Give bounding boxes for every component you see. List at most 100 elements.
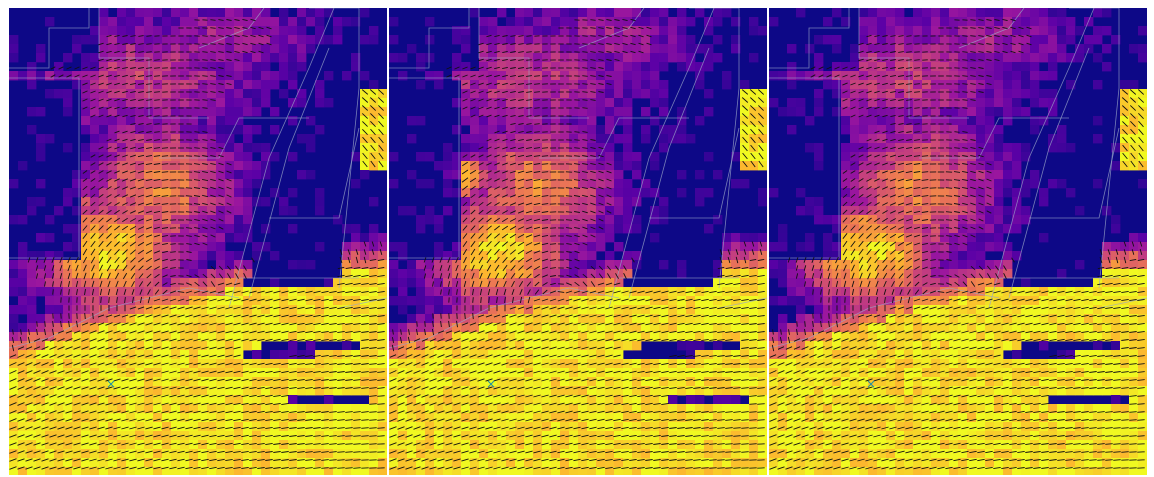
flow-vector <box>226 82 232 86</box>
heatmap-cell <box>497 134 507 144</box>
heatmap-cell <box>144 458 154 468</box>
heatmap-cell <box>144 323 154 333</box>
heatmap-cell <box>632 197 642 207</box>
heatmap-cell <box>315 206 325 216</box>
flow-vector <box>113 346 121 350</box>
flow-vector <box>201 418 209 422</box>
heatmap-cell <box>740 422 750 432</box>
heatmap-cell <box>497 71 507 81</box>
heatmap-cell <box>63 278 73 288</box>
heatmap-cell <box>749 107 759 117</box>
flow-vector <box>177 402 185 406</box>
heatmap-cell <box>524 224 534 234</box>
heatmap-cell <box>90 26 100 36</box>
heatmap-cell <box>470 215 480 225</box>
heatmap-cell <box>461 134 471 144</box>
heatmap-cell <box>117 8 127 18</box>
flow-vector <box>337 467 345 469</box>
heatmap-cell <box>722 278 732 288</box>
flow-vector <box>313 435 321 437</box>
flow-vector <box>321 298 329 302</box>
flow-vector <box>137 426 145 430</box>
flow-vector <box>153 202 161 206</box>
heatmap-cell <box>144 278 154 288</box>
heatmap-cell <box>54 431 64 441</box>
flow-vector <box>281 394 289 398</box>
heatmap-cell <box>243 62 253 72</box>
heatmap-cell <box>81 422 91 432</box>
flow-vector <box>82 178 88 182</box>
flow-vector <box>106 186 112 190</box>
heatmap-cell <box>668 422 678 432</box>
flow-vector <box>130 265 136 271</box>
heatmap-cell <box>261 332 271 342</box>
flow-vector <box>177 370 185 374</box>
heatmap-cell <box>722 260 732 270</box>
flow-vector <box>249 466 257 470</box>
flow-vector <box>313 411 321 413</box>
heatmap-cell <box>72 44 82 54</box>
flow-vector <box>170 282 176 286</box>
flow-vector <box>273 314 281 318</box>
heatmap-cell <box>333 287 343 297</box>
heatmap-cell <box>704 62 714 72</box>
heatmap-cell <box>623 134 633 144</box>
heatmap-cell <box>569 233 579 243</box>
heatmap-cell <box>650 323 660 333</box>
heatmap-cell <box>605 368 615 378</box>
heatmap-cell <box>90 386 100 396</box>
heatmap-cell <box>243 71 253 81</box>
heatmap-cell <box>731 422 741 432</box>
heatmap-cell <box>252 341 262 351</box>
flow-vector <box>90 256 96 264</box>
flow-vector <box>337 419 345 421</box>
heatmap-cell <box>63 197 73 207</box>
heatmap-cell <box>252 350 262 360</box>
heatmap-cell <box>243 197 253 207</box>
heatmap-cell <box>668 125 678 135</box>
flow-vector <box>177 458 185 462</box>
flow-vector <box>57 434 65 438</box>
flow-vector <box>185 306 193 310</box>
heatmap-cell <box>243 440 253 450</box>
heatmap-cell <box>135 116 145 126</box>
flow-vector <box>121 330 129 334</box>
flow-vector <box>281 386 289 390</box>
flow-vector <box>209 434 217 438</box>
heatmap-cell <box>434 242 444 252</box>
flow-vector <box>321 290 329 294</box>
flow-vector <box>105 330 113 334</box>
heatmap-cell <box>641 404 651 414</box>
heatmap-cell <box>461 179 471 189</box>
heatmap-cell <box>641 386 651 396</box>
heatmap-cell <box>488 179 498 189</box>
heatmap-cell <box>36 467 46 475</box>
heatmap-cell <box>207 467 217 475</box>
heatmap-cell <box>81 449 91 459</box>
flow-vector <box>113 378 121 382</box>
heatmap-cell <box>207 251 217 261</box>
flow-vector <box>217 458 225 462</box>
flow-vector <box>114 202 120 206</box>
heatmap-cell <box>623 53 633 63</box>
heatmap-cell <box>596 368 606 378</box>
flow-vector <box>281 298 289 302</box>
heatmap-cell <box>515 260 525 270</box>
flow-vector <box>233 394 241 398</box>
flow-vector <box>98 217 104 223</box>
heatmap-cell <box>677 377 687 387</box>
heatmap-cell <box>722 395 732 405</box>
flow-vector <box>121 241 129 247</box>
flow-vector <box>250 42 256 46</box>
flow-vector <box>114 90 120 94</box>
heatmap-cell <box>740 98 750 108</box>
heatmap-cell <box>488 260 498 270</box>
heatmap-cell <box>758 386 767 396</box>
heatmap-cell <box>189 116 199 126</box>
flow-vector <box>57 378 65 382</box>
heatmap-cell <box>596 161 606 171</box>
heatmap-cell <box>9 260 19 270</box>
heatmap-cell <box>198 35 208 45</box>
flow-vector <box>353 459 361 461</box>
flow-vector <box>266 34 272 38</box>
